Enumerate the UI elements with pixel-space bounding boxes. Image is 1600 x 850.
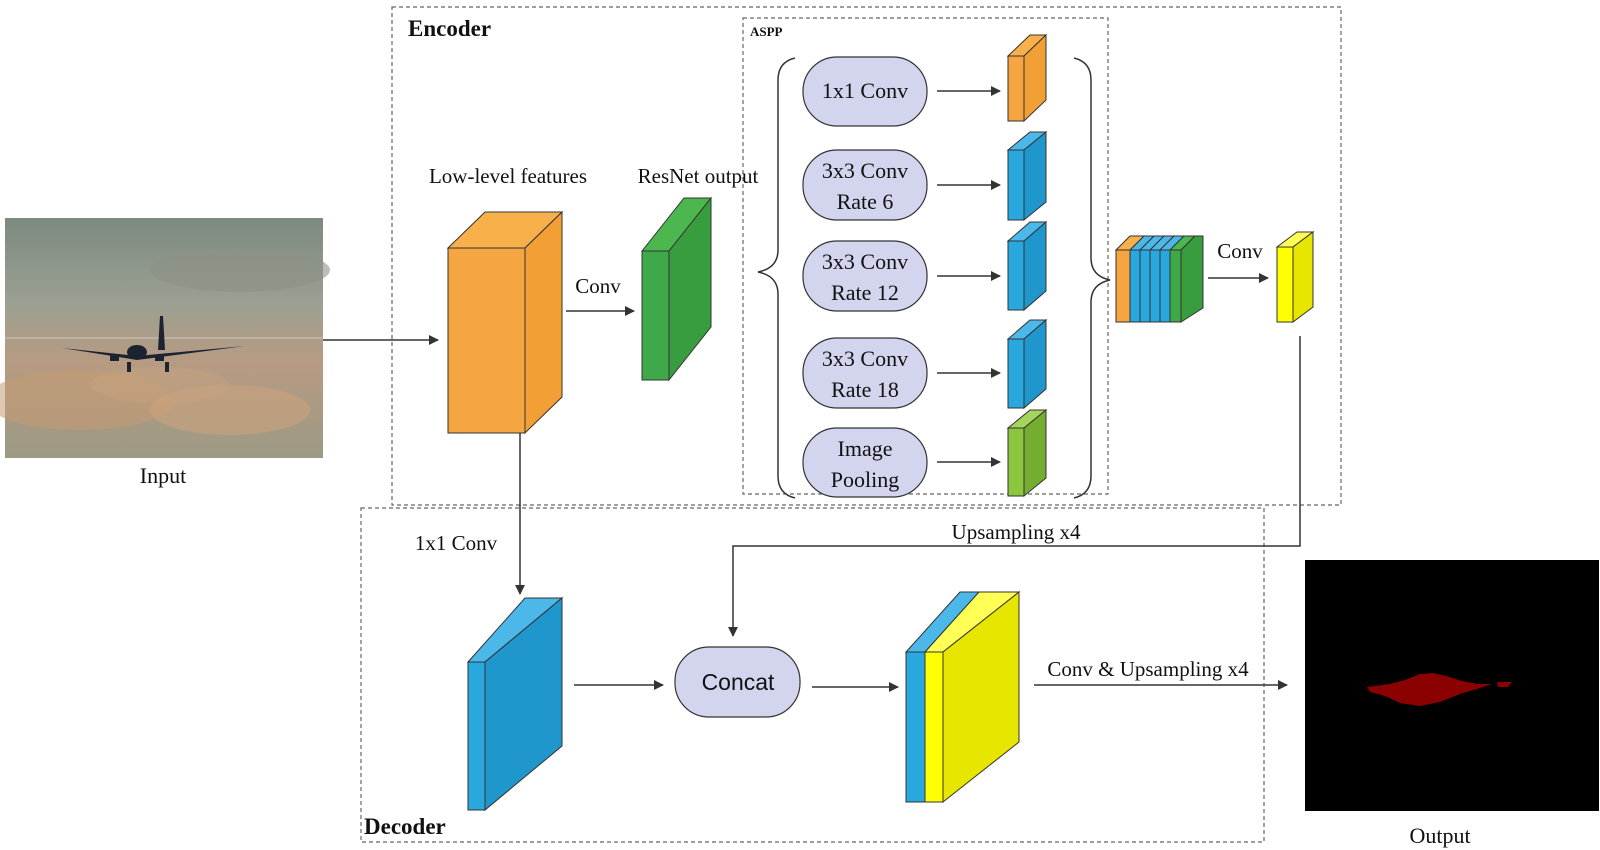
conv-upsampling-label: Conv & Upsampling x4 xyxy=(1047,657,1249,681)
aspp-feature-2 xyxy=(1006,220,1048,312)
aspp-branch-1: 3x3 Conv Rate 6 xyxy=(802,130,1048,222)
aspp-pill-2 xyxy=(802,240,928,312)
input-label: Input xyxy=(140,463,186,488)
concat-label: Concat xyxy=(702,669,775,695)
low-level-features-block xyxy=(446,210,564,435)
conv-encoder-label: Conv xyxy=(575,274,621,298)
aspp-branch-3: 3x3 Conv Rate 18 xyxy=(802,318,1048,410)
aspp-pill-1-line1: 3x3 Conv xyxy=(822,158,908,183)
aspp-concat-stack xyxy=(1114,235,1204,323)
arrow-upsampling xyxy=(728,336,1301,637)
encoder-frame xyxy=(391,6,1342,506)
aspp-pill-1 xyxy=(802,149,928,221)
aspp-label: ASPP xyxy=(750,24,783,39)
encoder-output-block xyxy=(1275,231,1315,323)
aspp-right-brace xyxy=(1073,57,1111,499)
resnet-output-block xyxy=(640,196,713,382)
aspp-pill-2-line2: Rate 12 xyxy=(831,280,899,305)
conv-1x1-decoder-label: 1x1 Conv xyxy=(415,531,498,555)
aspp-feature-3 xyxy=(1006,318,1048,410)
encoder-label: Encoder xyxy=(408,16,491,41)
segmentation-mask xyxy=(1367,673,1512,706)
aspp-pill-0-text: 1x1 Conv xyxy=(822,78,908,103)
resnet-output-label: ResNet output xyxy=(638,164,759,188)
decoder-low-level-block xyxy=(466,596,564,812)
aspp-left-brace xyxy=(757,57,796,499)
aspp-frame xyxy=(742,17,1109,495)
input-image xyxy=(0,218,330,458)
aspp-pill-0 xyxy=(802,56,928,127)
concat-pill xyxy=(674,646,801,718)
aspp-feature-1 xyxy=(1006,130,1048,222)
aspp-branch-2: 3x3 Conv Rate 12 xyxy=(802,220,1048,312)
upsampling-label: Upsampling x4 xyxy=(952,520,1081,544)
aspp-pill-4-line2: Pooling xyxy=(831,467,899,492)
low-level-features-label: Low-level features xyxy=(429,164,587,188)
aspp-branch-4: Image Pooling xyxy=(802,408,1048,498)
output-label: Output xyxy=(1409,823,1470,848)
aspp-pill-2-line1: 3x3 Conv xyxy=(822,249,908,274)
conv-aspp-label: Conv xyxy=(1217,239,1263,263)
aspp-branch-0: 1x1 Conv xyxy=(802,33,1048,127)
aspp-pill-3-line1: 3x3 Conv xyxy=(822,346,908,371)
decoder-label: Decoder xyxy=(364,814,446,839)
decoder-frame xyxy=(360,507,1265,843)
output-image xyxy=(1305,560,1599,811)
aspp-pill-4-line1: Image xyxy=(838,436,893,461)
airplane-icon xyxy=(62,316,245,372)
aspp-feature-0 xyxy=(1006,33,1048,123)
decoder-concat-stack xyxy=(904,590,1021,804)
aspp-pill-3 xyxy=(802,337,928,409)
aspp-pill-3-line2: Rate 18 xyxy=(831,377,899,402)
aspp-feature-4 xyxy=(1006,408,1048,498)
aspp-pill-1-line2: Rate 6 xyxy=(837,189,894,214)
aspp-pill-4 xyxy=(802,427,928,498)
